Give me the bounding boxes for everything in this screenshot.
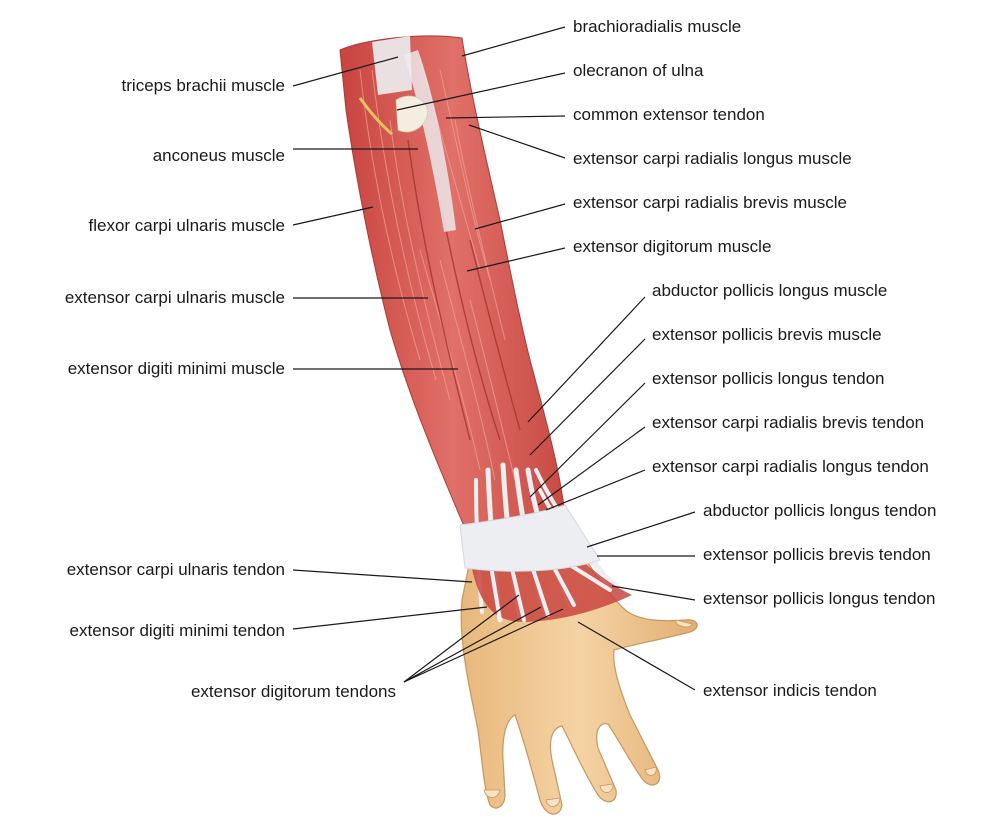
extensor-retinaculum <box>459 504 601 572</box>
label-extensor-carpi-ulnaris-muscle: extensor carpi ulnaris muscle <box>64 288 285 307</box>
label-extensor-carpi-radialis-brevis-muscle: extensor carpi radialis brevis muscle <box>573 193 847 212</box>
label-extensor-carpi-radialis-longus-muscle: extensor carpi radialis longus muscle <box>573 149 852 168</box>
label-extensor-carpi-radialis-longus-tendon: extensor carpi radialis longus tendon <box>652 457 929 476</box>
label-abductor-pollicis-longus-muscle: abductor pollicis longus muscle <box>652 281 888 300</box>
label-brachioradialis-muscle: brachioradialis muscle <box>573 17 742 36</box>
label-extensor-carpi-ulnaris-tendon: extensor carpi ulnaris tendon <box>66 560 285 579</box>
label-extensor-indicis-tendon: extensor indicis tendon <box>703 681 877 700</box>
label-common-extensor-tendon: common extensor tendon <box>573 105 765 124</box>
label-extensor-pollicis-brevis-muscle: extensor pollicis brevis muscle <box>652 325 882 344</box>
label-extensor-pollicis-longus-tendon-2: extensor pollicis longus tendon <box>703 589 936 608</box>
leader-lines <box>292 26 696 691</box>
label-extensor-digitorum-muscle: extensor digitorum muscle <box>573 237 772 256</box>
label-extensor-digiti-minimi-tendon: extensor digiti minimi tendon <box>69 621 285 640</box>
label-flexor-carpi-ulnaris-muscle: flexor carpi ulnaris muscle <box>88 216 285 235</box>
label-abductor-pollicis-longus-tendon: abductor pollicis longus tendon <box>703 501 937 520</box>
label-triceps-brachii-muscle: triceps brachii muscle <box>121 76 285 95</box>
label-extensor-carpi-radialis-brevis-tendon: extensor carpi radialis brevis tendon <box>652 413 925 432</box>
label-anconeus-muscle: anconeus muscle <box>152 146 285 165</box>
label-extensor-pollicis-brevis-tendon: extensor pollicis brevis tendon <box>703 545 931 564</box>
label-olecranon-of-ulna: olecranon of ulna <box>573 61 704 80</box>
label-extensor-digitorum-tendons: extensor digitorum tendons <box>190 682 396 701</box>
label-extensor-digiti-minimi-muscle: extensor digiti minimi muscle <box>67 359 285 378</box>
forearm-muscles <box>339 35 566 541</box>
label-extensor-pollicis-longus-tendon: extensor pollicis longus tendon <box>652 369 885 388</box>
